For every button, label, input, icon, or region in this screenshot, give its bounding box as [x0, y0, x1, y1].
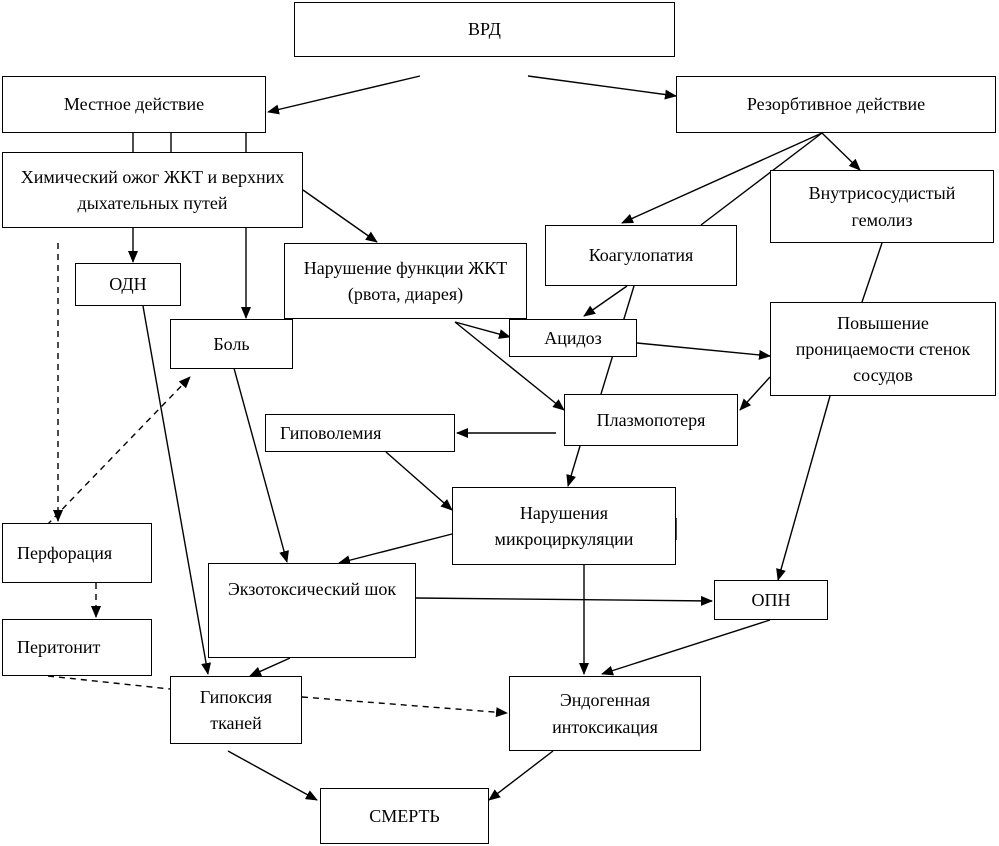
- arrow-vrd-to-resorptive: [527, 75, 677, 100]
- node-tissue-hypoxia: Гипоксия тканей: [170, 676, 302, 744]
- node-resorptive-action: Резорбтивное действие: [676, 76, 996, 133]
- arrow-permeability-to-plasma: [739, 376, 771, 411]
- node-hypovolemia: Гиповолемия: [265, 414, 455, 452]
- arrow-hypoxia-to-death: [227, 750, 318, 801]
- node-coagulopathy: Коагулопатия: [545, 225, 737, 286]
- dashed-connector-peritonitis-to-hypoxia: [47, 675, 171, 690]
- connector-hemolysis-to-permeability: [861, 242, 883, 303]
- node-odn: ОДН: [75, 263, 181, 306]
- arrow-microcirculation-to-shock: [338, 533, 453, 566]
- node-perforation: Перфорация: [2, 523, 152, 583]
- node-acidosis: Ацидоз: [509, 319, 637, 357]
- node-microcirculation: Нарушения микроциркуляции: [452, 487, 676, 565]
- node-vascular-permeability: Повышение проницаемости стенок сосудов: [770, 302, 996, 396]
- node-exotoxic-shock: Экзотоксический шок: [208, 563, 416, 658]
- node-death: СМЕРТЬ: [320, 788, 489, 844]
- node-peritonitis: Перитонит: [2, 619, 152, 676]
- arrow-vrd-to-local: [267, 75, 421, 115]
- arrow-acidosis-to-permeability: [636, 342, 771, 360]
- arrow-resorptive-to-hemolysis: [821, 132, 861, 171]
- arrow-gi-to-plasma: [454, 321, 565, 411]
- dashed-arrow-hypoxia-to-intoxication: [301, 696, 508, 718]
- node-opn: ОПН: [714, 580, 828, 620]
- arrow-gi-to-acidosis: [454, 321, 511, 339]
- arrow-resorptive-to-coagulopathy: [621, 132, 823, 224]
- arrow-coagulopathy-to-acidosis: [583, 285, 628, 317]
- node-hemolysis: Внутрисосудистый гемолиз: [770, 170, 994, 243]
- arrow-plasma-to-microcirculation: [566, 445, 581, 487]
- connector-resorptive-line: [700, 132, 823, 226]
- arrow-hypovolemia-to-microcirculation: [385, 451, 453, 511]
- arrow-burn-to-gi: [302, 189, 378, 243]
- arrow-opn-to-intoxication: [601, 619, 771, 676]
- node-vrd: ВРД: [294, 2, 675, 57]
- node-plasma-loss: Плазмопотеря: [564, 394, 738, 446]
- arrow-permeability-to-opn: [776, 395, 831, 581]
- node-endogenous-intoxication: Эндогенная интоксикация: [509, 676, 701, 751]
- arrow-pain-to-shock: [228, 349, 289, 563]
- arrow-intoxication-to-death: [488, 750, 554, 801]
- arrow-shock-to-hypoxia: [249, 657, 291, 677]
- dashed-arrow-perforation-to-pain: [46, 376, 191, 526]
- node-pain: Боль: [170, 319, 293, 369]
- arrow-shock-to-opn: [415, 595, 713, 606]
- node-local-action: Местное действие: [2, 76, 266, 133]
- node-gi-dysfunction: Нарушение функции ЖКТ (рвота, диарея): [284, 243, 527, 319]
- arrow-odn-to-hypoxia: [142, 305, 212, 675]
- node-chemical-burn: Химический ожог ЖКТ и верхних дыхательны…: [2, 152, 303, 228]
